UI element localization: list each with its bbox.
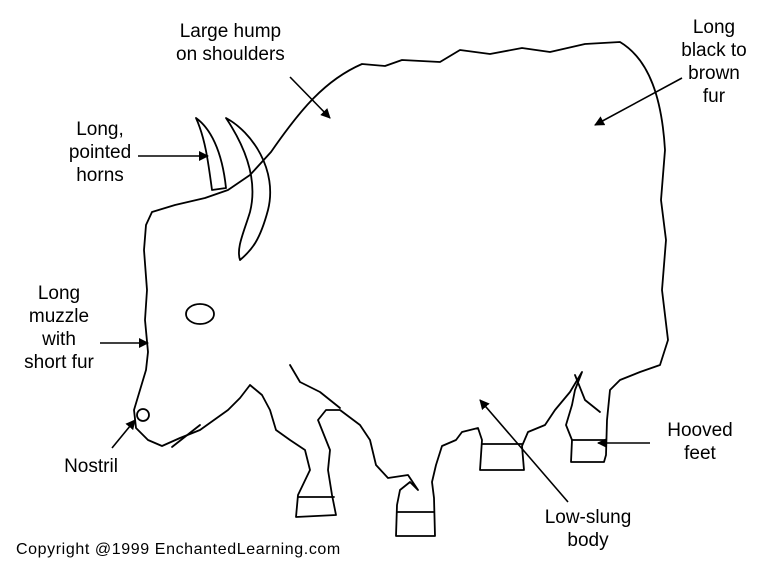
nostril-circle bbox=[136, 408, 150, 422]
label-nostril: Nostril bbox=[64, 456, 118, 477]
yak-body-outline bbox=[133, 41, 669, 537]
arrow-body bbox=[479, 399, 569, 503]
fur-line bbox=[289, 364, 341, 409]
horn-left bbox=[195, 117, 227, 191]
horn-right bbox=[225, 117, 272, 261]
arrow-hump bbox=[289, 76, 331, 119]
mouth-line bbox=[171, 424, 201, 448]
copyright-notice: Copyright @1999 EnchantedLearning.com bbox=[16, 541, 341, 558]
eye bbox=[185, 303, 215, 325]
arrow-fur bbox=[594, 77, 683, 126]
arrow-nostril bbox=[111, 419, 136, 449]
label-horns: Long,pointed horns bbox=[68, 119, 132, 186]
yak-outline bbox=[133, 41, 669, 537]
fur-line-2 bbox=[574, 374, 601, 413]
pointer-arrows bbox=[100, 76, 683, 503]
